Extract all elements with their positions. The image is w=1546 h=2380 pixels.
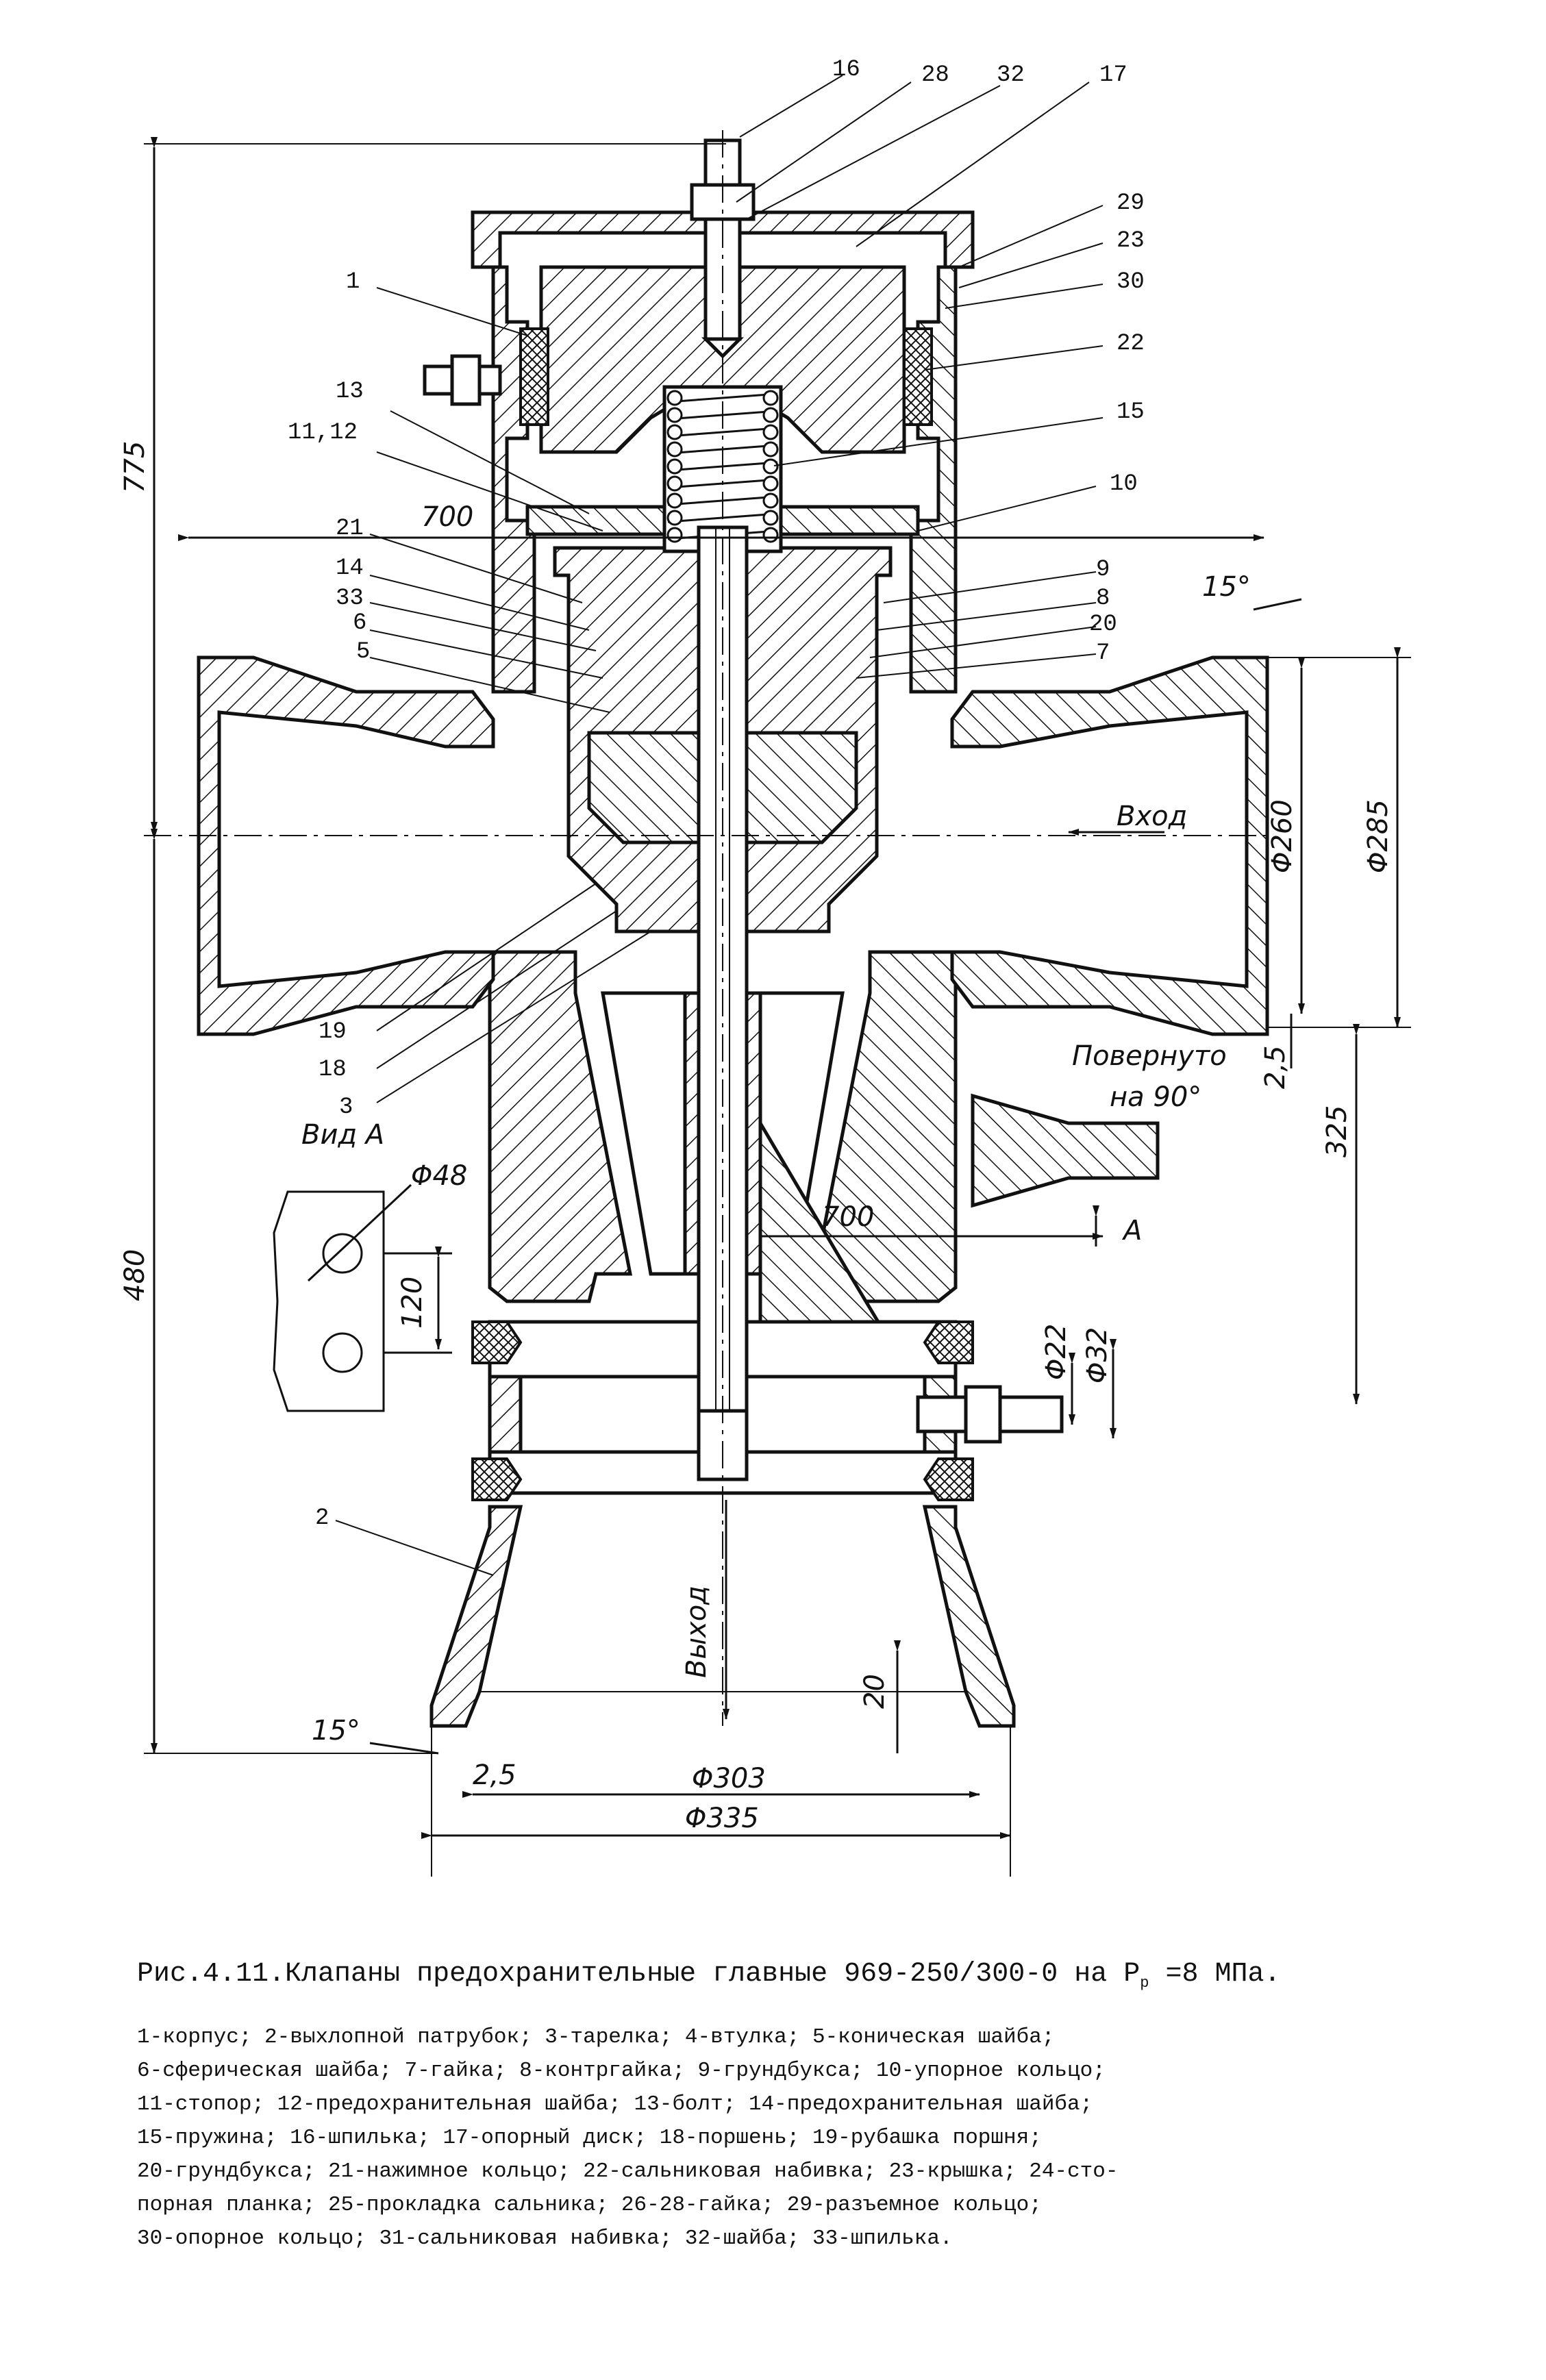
legend-line: порная планка; 25-прокладка сальника; 26… [137, 2193, 1042, 2217]
callout-18: 18 [319, 1057, 347, 1083]
callout-28: 28 [921, 62, 949, 88]
callout-9: 9 [1096, 557, 1110, 583]
spring-coil-section [666, 441, 683, 458]
label-rotated-1: Повернуто [1072, 1040, 1227, 1072]
callout-6: 6 [353, 610, 366, 636]
spring-coil-section [762, 407, 779, 423]
callout-labels: 16 28 32 17 29 23 30 22 15 10 9 8 20 7 1… [288, 57, 1145, 1531]
callout-10: 10 [1110, 471, 1138, 497]
dim-775: 775 [119, 441, 151, 493]
dim-2-5-right: 2,5 [1260, 1045, 1291, 1089]
callout-5: 5 [356, 639, 370, 665]
label-inlet: Вход [1117, 801, 1187, 832]
spring-coil-section [666, 475, 683, 492]
spring-coil-section [762, 475, 779, 492]
dim-phi335: Φ335 [685, 1803, 759, 1834]
dim-2-5-bottom: 2,5 [473, 1759, 516, 1791]
annotation-labels: Вход Выход Повернуто на 90° Вид А А [301, 801, 1227, 1678]
spring [662, 385, 783, 553]
legend-line: 6-сферическая шайба; 7-гайка; 8-контргай… [137, 2059, 1106, 2083]
label-view-a: Вид А [301, 1119, 384, 1151]
callout-21: 21 [336, 516, 364, 542]
spring-coil [667, 392, 778, 403]
dim-phi285: Φ285 [1362, 799, 1394, 873]
spring-coil-section [762, 441, 779, 458]
dim-phi303: Φ303 [692, 1763, 766, 1794]
spring-coil-section [666, 492, 683, 509]
dim-20: 20 [859, 1674, 890, 1709]
label-arrow-a: А [1121, 1215, 1142, 1247]
callout-33: 33 [336, 586, 364, 612]
callout-17: 17 [1099, 62, 1127, 88]
dim-480: 480 [119, 1249, 151, 1301]
dim-325: 325 [1321, 1105, 1353, 1157]
callout-8: 8 [1096, 586, 1110, 612]
spring-coil-section [666, 424, 683, 440]
dimension-lines [144, 137, 1411, 1877]
spring-coil-section [762, 527, 779, 543]
spring-coil-section [762, 510, 779, 526]
spring-coil-section [666, 390, 683, 406]
callout-30: 30 [1117, 269, 1145, 295]
figure-caption: Рис.4.11.Клапаны предохранительные главн… [137, 1959, 1438, 2255]
dim-phi22: Φ22 [1040, 1324, 1072, 1380]
spring-coil [667, 427, 778, 438]
spring-coil-section [762, 458, 779, 475]
legend-line: 15-пружина; 16-шпилька; 17-опорный диск;… [137, 2126, 1042, 2150]
dim-15-bottom: 15° [312, 1715, 360, 1746]
callout-16: 16 [832, 57, 860, 83]
figure-legend: 1-корпус; 2-выхлопной патрубок; 3-тарелк… [137, 2020, 1438, 2255]
callout-29: 29 [1117, 190, 1145, 216]
centerlines [144, 130, 1274, 1726]
inlet-nozzles [197, 655, 1269, 1036]
callout-14: 14 [336, 555, 364, 581]
spring-coil-section [666, 407, 683, 423]
spring-coil-section [762, 492, 779, 509]
valve-drawing: 16 28 32 17 29 23 30 22 15 10 9 8 20 7 1… [119, 57, 1411, 1877]
view-a [273, 1183, 452, 1412]
label-rotated-2: на 90° [1110, 1081, 1201, 1113]
side-fitting [423, 354, 502, 406]
spring-coil-section [762, 424, 779, 440]
dimension-labels: 775 480 700 700 Φ260 Φ285 325 2,5 Φ22 Φ3… [119, 441, 1394, 1834]
legend-line: 11-стопор; 12-предохранительная шайба; 1… [137, 2092, 1093, 2116]
drain-fitting [916, 1385, 1064, 1444]
dim-phi32: Φ32 [1082, 1327, 1113, 1383]
callout-32: 32 [997, 62, 1025, 88]
dim-phi48: Φ48 [411, 1160, 467, 1192]
callout-23: 23 [1117, 228, 1145, 254]
packing-right [903, 327, 933, 426]
callout-11-12: 11,12 [288, 420, 358, 446]
spring-coil-section [666, 458, 683, 475]
legend-line: 30-опорное кольцо; 31-сальниковая набивк… [137, 2227, 953, 2251]
dim-15-top: 15° [1202, 571, 1251, 603]
callout-15: 15 [1117, 399, 1145, 425]
legend-line: 1-корпус; 2-выхлопной патрубок; 3-тарелк… [137, 2025, 1055, 2049]
callout-1: 1 [346, 269, 360, 295]
callout-2: 2 [315, 1505, 329, 1531]
dim-120: 120 [397, 1277, 428, 1329]
figure-title: Рис.4.11.Клапаны предохранительные главн… [137, 1959, 1281, 1992]
legend-line: 20-грундбукса; 21-нажимное кольцо; 22-са… [137, 2159, 1119, 2183]
spring-coil-section [666, 510, 683, 526]
side-flange [971, 1093, 1160, 1208]
callout-7: 7 [1096, 640, 1110, 666]
packing-left [519, 327, 549, 426]
callout-22: 22 [1117, 331, 1145, 357]
spring-coil-section [762, 390, 779, 406]
dim-700-mid: 700 [822, 1201, 874, 1233]
label-outlet: Выход [681, 1586, 712, 1678]
callout-20: 20 [1089, 612, 1117, 638]
callout-13: 13 [336, 379, 364, 405]
dim-phi260: Φ260 [1267, 799, 1298, 873]
spring-coil-section [666, 527, 683, 543]
callout-3: 3 [339, 1094, 353, 1120]
callout-19: 19 [319, 1019, 347, 1045]
leader-lines [335, 75, 1104, 1576]
dim-700-top: 700 [421, 501, 473, 533]
